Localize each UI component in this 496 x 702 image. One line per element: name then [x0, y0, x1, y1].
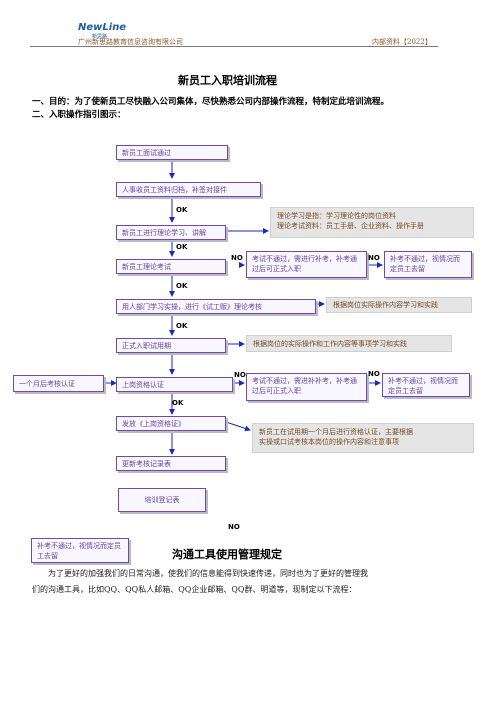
flow-step-issue-cert: 发放《上岗资格证》: [116, 416, 226, 431]
label-no-4: NO: [368, 370, 380, 378]
flow-step-probation: 正式入职试用期: [116, 338, 226, 353]
flow-left-cert: 一个月后考核认证: [13, 375, 104, 392]
flow-step-cert: 上岗资格认证: [116, 377, 233, 392]
note-cert: 新员工在试用期一个月后进行资格认证，主要根据 实操或口试考核本岗位的操作内容和注…: [252, 423, 474, 453]
document-classification: 内部资料【2022】: [372, 38, 432, 46]
note-theory-line1: 理论学习是指：学习理论性的岗位资料: [277, 212, 396, 220]
flow-fail-2-text: 补考不通过，视情况而定员工去留: [388, 377, 458, 395]
section2-para-line2: 们的沟通工具，比如QQ、QQ私人邮箱、QQ企业邮箱、QQ群、明道等，现制定以下流…: [32, 585, 357, 594]
label-no-3: NO: [234, 371, 246, 379]
note-theory: 理论学习是指：学习理论性的岗位资料 理论考试资料：员工手册、企业资料、操作手册: [270, 207, 474, 238]
flow-retake-1-text: 考试不通过，需进行补考，补考通过后可正式入职: [252, 255, 357, 273]
flow-step-theory-study: 新员工进行理论学习、讲解: [116, 225, 226, 240]
flow-fail-1-text: 补考不通过，视情况而定员工去留: [390, 255, 460, 273]
label-no-5: NO: [228, 523, 240, 531]
flow-step-hr-filing: 人事收员工资料归档，补签对接件: [116, 182, 261, 197]
flow-step-dept-practice: 用人部门学习实操，进行《试工贩》理论考核: [116, 299, 316, 314]
flow-step-theory-exam: 新员工理论考试: [116, 259, 226, 274]
section2-para-line1: 为了更好的加强我们的日常沟通，使我们的信息能得到快速传递，同时也为了更好的管理我: [48, 569, 368, 578]
flow-step-interview-passed: 新员工面试通过: [116, 145, 228, 160]
flow-step-training-register: 培训登记表: [118, 488, 206, 512]
flow-fail-1: 补考不通过，视情况而定员工去留: [384, 251, 472, 278]
note-cert-line2: 实操或口试考核本岗位的操作内容和注意事项: [259, 438, 399, 446]
flow-fail-3-text: 补考不通过，视情况而定员工去留: [37, 542, 121, 560]
note-practice: 根据岗位实际操作内容学习和实践: [326, 297, 472, 313]
flow-retake-2: 考试不通过，需进补补考，补考通过后可正式入职: [246, 373, 367, 401]
note-probation: 根据岗位的实际操作和工作内容等事项学习和实践: [246, 335, 452, 352]
flow-retake-2-text: 考试不通过，需进补补考，补考通过后可正式入职: [252, 377, 357, 395]
company-name: 广州新思路教育信息咨询有限公司: [78, 38, 183, 46]
label-ok-4: OK: [176, 322, 188, 330]
flow-fail-2: 补考不通过，视情况而定员工去留: [382, 373, 470, 397]
section-purpose: 一、目的：为了使新员工尽快融入公司集体，尽快熟悉公司内部操作流程，特制定此培训流…: [32, 97, 390, 107]
label-ok-3: OK: [176, 282, 188, 290]
flow-fail-3: 补考不通过，视情况而定员工去留: [31, 538, 129, 563]
note-theory-line2: 理论考试资料：员工手册、企业资料、操作手册: [277, 222, 424, 230]
label-no-2: NO: [368, 254, 380, 262]
flow-step-update-record: 更新考核记录表: [116, 456, 226, 471]
logo-wordmark: NewLine: [78, 22, 127, 33]
section2-paragraph: 为了更好的加强我们的日常沟通，使我们的信息能得到快速传递，同时也为了更好的管理我…: [32, 566, 472, 598]
label-ok-1: OK: [176, 206, 188, 214]
note-cert-line1: 新员工在试用期一个月后进行资格认证，主要根据: [259, 428, 413, 436]
page-title: 新员工入职培训流程: [178, 74, 277, 87]
label-no-1: NO: [231, 254, 243, 262]
logo-subtext: 新思路: [92, 34, 108, 40]
header-divider: [30, 46, 438, 47]
label-ok-5: OK: [172, 399, 184, 407]
flow-retake-1: 考试不通过，需进行补考，补考通过后可正式入职: [246, 251, 367, 278]
label-ok-2: OK: [176, 243, 188, 251]
section-guide: 二、入职操作指引图示：: [32, 110, 126, 120]
header-logo: NewLine 新思路: [78, 22, 126, 40]
section2-title: 沟通工具使用管理规定: [172, 548, 282, 561]
